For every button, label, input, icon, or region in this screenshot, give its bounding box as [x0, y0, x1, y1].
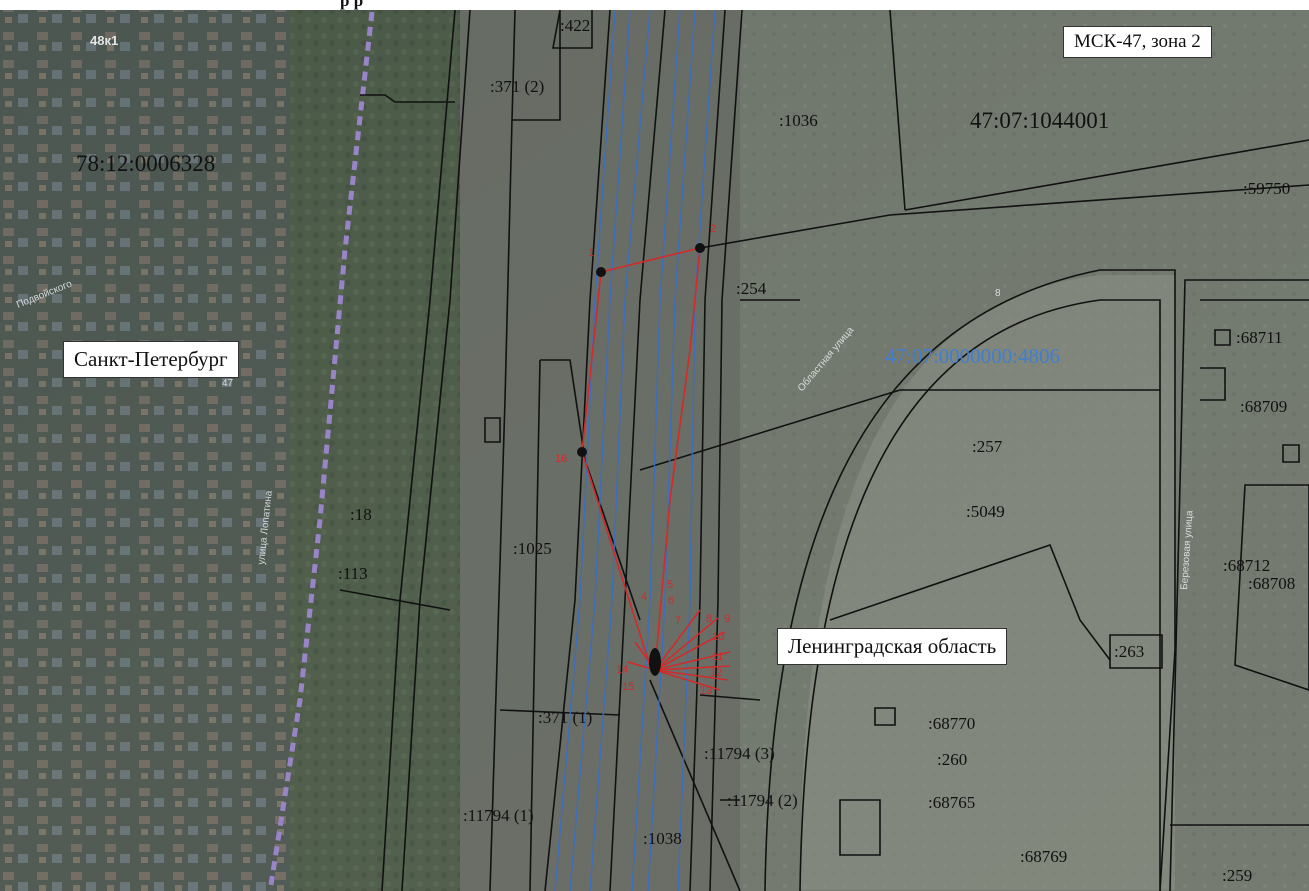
point-label-13: 13: [700, 685, 712, 697]
parcel-1036: :1036: [779, 111, 818, 130]
surveyed-plot-boundary: [581, 246, 731, 691]
parcel-1025: :1025: [513, 539, 552, 558]
parcel-371-1: :371 (1): [538, 708, 592, 727]
parcel-371-2: :371 (2): [490, 77, 544, 96]
residential-area-west: [0, 10, 290, 891]
point-label-2: 2: [710, 223, 716, 235]
point-1-marker: [596, 267, 606, 277]
parcel-68711: :68711: [1236, 328, 1283, 347]
parcel-68712: :68712: [1223, 556, 1270, 575]
parcel-257: :257: [972, 437, 1003, 456]
parcel-11794-3: :11794 (3): [704, 744, 775, 763]
parcel-boundaries: [339, 9, 1309, 891]
road-ring-area: [800, 275, 1175, 890]
point-label-15: 15: [622, 681, 634, 693]
point-cluster-marker: [649, 648, 661, 676]
building-label-48k1: 48к1: [90, 33, 118, 48]
parcel-1038: :1038: [643, 829, 682, 848]
point-label-10: 10: [712, 631, 724, 643]
point-label-12: 12: [710, 667, 722, 679]
crs-label: МСК-47, зона 2: [1063, 26, 1212, 58]
forest-strip: [290, 10, 460, 891]
region-label-spb: Санкт-Петербург: [63, 341, 239, 378]
point-label-9: 9: [724, 613, 730, 625]
turning-points: [577, 243, 705, 676]
quarter-label-spb: 78:12:0006328: [76, 151, 215, 176]
point-label-16: 16: [555, 453, 567, 465]
parcel-59750: :59750: [1243, 179, 1290, 198]
parcel-11794-2: :11794 (2): [727, 791, 798, 810]
region-label-lo: Ленинградская область: [777, 628, 1008, 665]
house-number-8: 8: [995, 288, 1001, 299]
point-label-14: 14: [616, 664, 628, 676]
parcel-68708: :68708: [1248, 574, 1295, 593]
quarter-label-highlight: 47:07:0000000:4806: [885, 344, 1060, 368]
point-label-1: 1: [588, 247, 594, 259]
point-label-5: 5: [667, 579, 673, 591]
point-label-6: 6: [668, 595, 674, 607]
point-label-11: 11: [712, 651, 723, 663]
parcel-259: :259: [1222, 866, 1252, 885]
point-label-4: 4: [641, 591, 647, 603]
point-16-marker: [577, 447, 587, 457]
house-number-47: 47: [222, 378, 234, 389]
parcel-68769: :68769: [1020, 847, 1067, 866]
point-2-marker: [695, 243, 705, 253]
parcel-18: :18: [350, 505, 372, 524]
parcel-263: :263: [1114, 642, 1144, 661]
city-boundary-line: [267, 11, 375, 891]
point-label-7: 7: [675, 615, 681, 627]
quarter-boundaries: [554, 9, 716, 891]
quarter-label-lo: 47:07:1044001: [970, 108, 1109, 133]
parcel-68709: :68709: [1240, 397, 1287, 416]
parcel-68770: :68770: [928, 714, 975, 733]
parcel-68765: :68765: [928, 793, 975, 812]
parcel-5049: :5049: [966, 502, 1005, 521]
parcel-113: :113: [338, 564, 368, 583]
title-strip: р р: [0, 0, 1309, 10]
parcel-260: :260: [937, 750, 967, 769]
map-title-fragment: р р: [340, 0, 364, 10]
parcel-254: :254: [736, 279, 767, 298]
parcel-422: :422: [560, 16, 590, 35]
point-label-8: 8: [706, 613, 712, 625]
parcel-11794-1: :11794 (1): [463, 806, 534, 825]
